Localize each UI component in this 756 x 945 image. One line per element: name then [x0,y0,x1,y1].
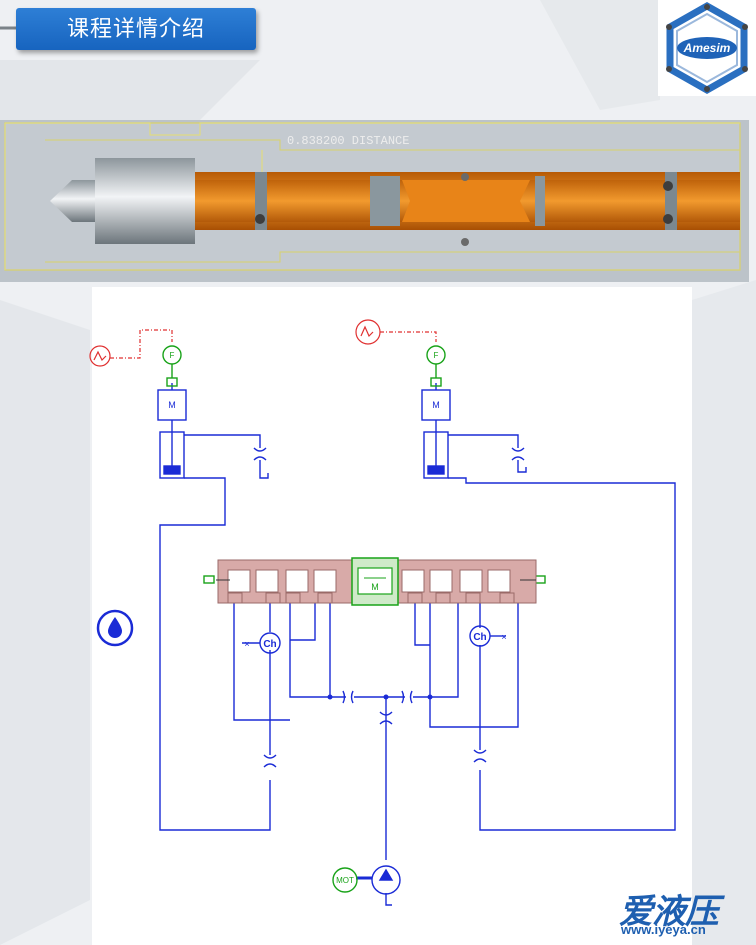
page-title: 课程详情介绍 [66,16,205,41]
valve-cross-section: 0.838200 DISTANCE [0,120,749,282]
fluid-drop-icon [108,617,122,638]
check-left-label: Ch [263,639,276,650]
logo-hexagon-icon: Amesim [666,1,748,95]
title-tab: 课程详情介绍 [16,8,256,50]
right-force-label: F [434,351,439,360]
svg-text:×: × [501,632,506,642]
amesim-logo: Amesim [658,0,756,96]
svg-text:×: × [244,639,249,649]
central-valve-label: M [371,582,379,592]
hydraulic-schematic [92,287,692,945]
brand-watermark: 爱液压 www.iyeya.cn [619,884,749,942]
motor-label: MOT [336,876,354,885]
left-mass-label: M [168,400,176,410]
brand-url: www.iyeya.cn [621,922,706,937]
distance-label: 0.838200 DISTANCE [287,134,409,148]
check-right-label: Ch [473,632,486,643]
logo-text: Amesim [683,41,731,55]
spool-valve-assembly: M [216,557,537,606]
right-mass-label: M [432,400,440,410]
brand-name: 爱液压 [619,893,719,931]
left-force-label: F [170,351,175,360]
